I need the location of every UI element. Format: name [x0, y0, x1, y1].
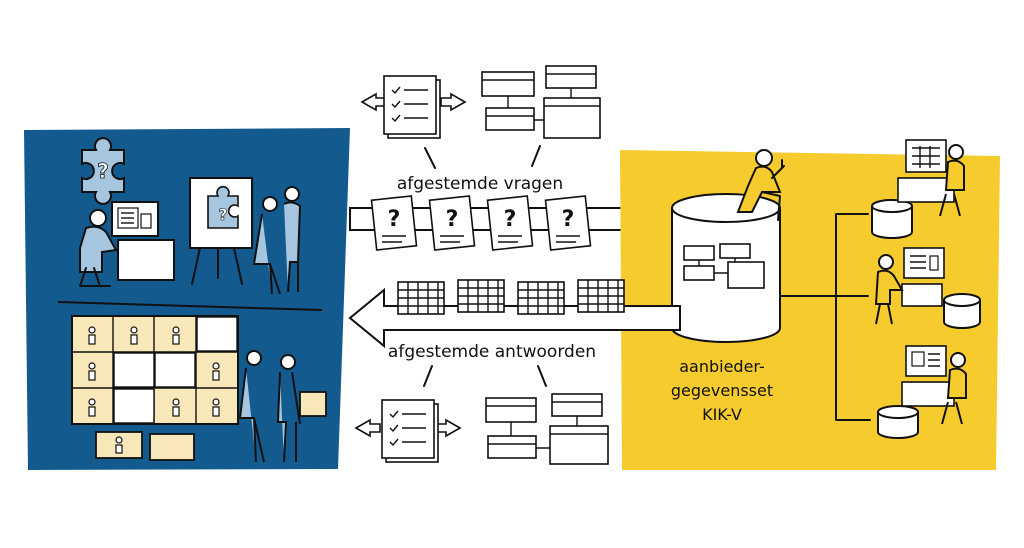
workstation-person-icon [871, 139, 965, 239]
puzzle-question-icon: ? [81, 137, 125, 205]
workstation-person-icon [874, 247, 981, 329]
aligned-answers-label: afgestemde antwoorden [388, 342, 596, 362]
question-document-icon: ? [544, 195, 592, 251]
top-checklist-doc [360, 75, 467, 139]
bottom-checklist-doc [354, 399, 462, 463]
dataset-label-line1: aanbieder- [679, 357, 765, 376]
dataset-connector-lines [779, 213, 871, 421]
answer-grid-icon [457, 279, 505, 313]
top-connector-lines [424, 145, 541, 169]
top-diagram-blocks [481, 65, 601, 139]
svg-text:?: ? [218, 205, 227, 224]
dataset-label-line3: KIK-V [702, 405, 742, 424]
question-document-icon: ? [486, 195, 534, 251]
easel-presentation-icon: ? [189, 177, 302, 295]
svg-text:?: ? [562, 207, 575, 232]
bottom-connector-lines [423, 365, 547, 387]
svg-text:?: ? [504, 207, 517, 232]
answer-grid-icon [517, 281, 565, 315]
right-panel: aanbieder- gegevensset KIK-V [620, 139, 1000, 470]
svg-text:?: ? [97, 159, 109, 183]
svg-text:?: ? [446, 207, 459, 232]
bottom-diagram-blocks [485, 393, 609, 465]
answers-arrow [348, 279, 681, 349]
database-icon [671, 193, 781, 343]
person-thumbs-up-icon [736, 149, 785, 221]
questions-arrow: ? ? ? ? [349, 193, 670, 251]
svg-text:?: ? [388, 207, 401, 232]
aligned-questions-label: afgestemde vragen [397, 174, 563, 194]
answer-grid-icon [577, 279, 625, 313]
answer-grid-icon [397, 281, 445, 315]
person-at-computer-icon [79, 201, 175, 287]
question-document-icon: ? [370, 195, 418, 251]
question-document-icon: ? [428, 195, 476, 251]
left-panel-divider [57, 301, 323, 311]
left-panel: ? ? [24, 128, 350, 470]
puzzle-board-icon [71, 315, 327, 463]
dataset-label-line2: gegevensset [671, 381, 773, 400]
workstation-person-icon [877, 345, 967, 439]
